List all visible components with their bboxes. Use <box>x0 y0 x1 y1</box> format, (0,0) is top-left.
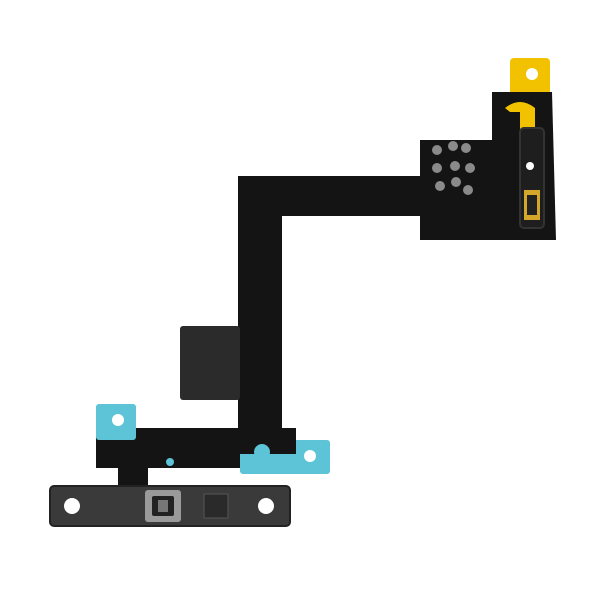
power-button-switch <box>145 490 181 522</box>
stiffener-block <box>180 326 240 400</box>
connector-head <box>420 92 556 240</box>
contact-pads <box>432 141 475 195</box>
yellow-mounting-tab <box>510 58 550 98</box>
teal-dot <box>166 458 174 466</box>
teal-mounting-tab-left <box>96 404 136 440</box>
teal-mounting-tab-right <box>240 436 330 474</box>
